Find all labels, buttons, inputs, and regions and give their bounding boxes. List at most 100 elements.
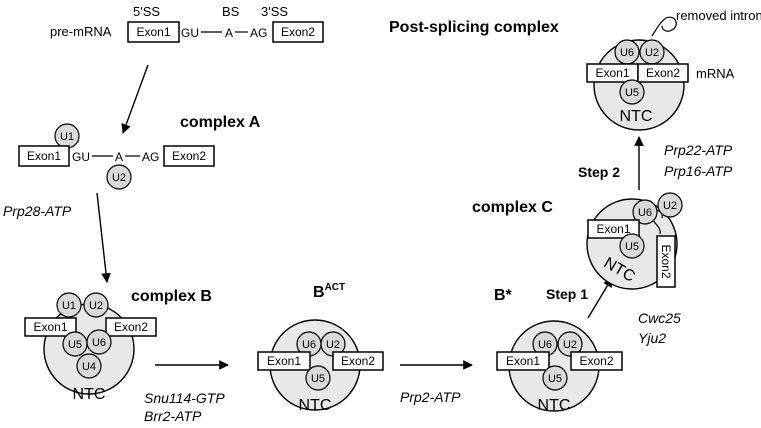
arrow-pre-mrna-to-complex-a	[121, 64, 149, 134]
complex-c-u6-label: U6	[638, 207, 652, 219]
complex-b-exon1-label: Exon1	[33, 320, 67, 334]
complex-b-u5-label: U5	[68, 339, 82, 351]
complex-b-exon2-box	[105, 317, 157, 337]
complex-bstar-exon2-box	[570, 351, 623, 371]
post-splicing-exon2-box	[637, 63, 689, 83]
complex-c-title: complex C	[472, 199, 553, 216]
post-splicing-title: Post-splicing complex	[389, 19, 559, 36]
pre-mrna-exon1-label: Exon1	[136, 25, 170, 39]
complex-bact-exon1-label: Exon1	[267, 354, 301, 368]
complex-b-u6	[86, 329, 112, 355]
five-prime-ss-label: 5'SS	[133, 4, 160, 19]
factor-prp28: Prp28-ATP	[3, 203, 72, 219]
complex-bstar: B* U6 U2 Exon1 Exon2 U5 NTC	[494, 287, 623, 414]
three-prime-ss-label: 3'SS	[261, 4, 288, 19]
complex-bact-u5-label: U5	[311, 373, 325, 385]
complex-c-u6	[632, 199, 658, 225]
factor-prp16: Prp16-ATP	[664, 163, 733, 179]
branch-site-label: BS	[222, 4, 240, 19]
complex-a-exon1-label: Exon1	[27, 149, 61, 163]
complex-bact-ntc-label: NTC	[299, 397, 332, 414]
complex-c-u2-label: U2	[663, 200, 677, 212]
mrna-label: mRNA	[696, 66, 735, 81]
complex-bstar-exon2-label: Exon2	[579, 354, 613, 368]
removed-intron-label: removed intron	[676, 8, 761, 23]
post-splicing-ntc-label: NTC	[620, 108, 653, 125]
factor-snu114: Snu114-GTP	[144, 390, 225, 406]
complex-b-ntc-label: NTC	[73, 386, 106, 403]
complex-b: complex B U1 U2 Exon1 Exon2 U5 U6 U4 NTC	[24, 288, 212, 403]
complex-c-u2	[657, 192, 683, 218]
complex-bact-exon2-label: Exon2	[341, 354, 375, 368]
post-splicing-complex: Post-splicing complex U6 U2 Exon1 Exon2 …	[389, 8, 761, 131]
complex-a-a: A	[115, 150, 123, 164]
post-splicing-exon1-label: Exon1	[595, 66, 629, 80]
complex-c-exon2-box	[656, 235, 676, 288]
complex-c-exon1-label: Exon1	[596, 222, 630, 236]
complex-bact-u2-label: U2	[326, 339, 340, 351]
step2-label: Step 2	[578, 164, 620, 180]
complex-b-u4	[76, 353, 102, 379]
complex-b-u1	[56, 292, 82, 318]
post-splicing-exon2-label: Exon2	[646, 66, 680, 80]
pre-mrna-exon2-label: Exon2	[281, 25, 315, 39]
complex-a-u2	[106, 164, 132, 190]
pre-mrna: pre-mRNA 5'SS BS 3'SS Exon1 GU A AG Exon…	[50, 4, 324, 43]
complex-bact-u5	[305, 365, 331, 391]
complex-bact: BACT U6 U2 Exon1 Exon2 U5 NTC	[257, 282, 384, 414]
factor-prp2: Prp2-ATP	[400, 389, 461, 405]
complex-bstar-exon1-box	[496, 351, 550, 371]
complex-a-title: complex A	[180, 114, 261, 131]
complex-bstar-u5-label: U5	[548, 373, 562, 385]
complex-bact-exon2-box	[332, 351, 384, 371]
complex-bact-title-sup: ACT	[325, 282, 346, 293]
complex-bstar-u2	[557, 331, 583, 357]
complex-a-u1-label: U1	[60, 131, 74, 143]
complex-a-exon2-box	[163, 145, 215, 167]
complex-bact-exon1-box	[257, 351, 311, 371]
step1-label: Step 1	[546, 286, 588, 302]
complex-a-u2-label: U2	[112, 172, 126, 184]
complex-b-u2-label: U2	[89, 300, 103, 312]
complex-b-title: complex B	[131, 288, 212, 305]
complex-bact-title: BACT	[313, 282, 345, 301]
post-splicing-u6-label: U6	[620, 47, 634, 59]
complex-c-u5	[619, 233, 645, 259]
arrow-complex-a-to-b	[96, 192, 111, 283]
complex-bstar-u2-label: U2	[563, 339, 577, 351]
complex-bact-u6-label: U6	[302, 339, 316, 351]
complex-c-exon1-box	[587, 219, 640, 239]
pre-mrna-gu: GU	[181, 26, 199, 40]
complex-b-exon1-box	[24, 317, 77, 337]
complex-b-u4-label: U4	[82, 361, 96, 373]
complex-bstar-u6-label: U6	[538, 339, 552, 351]
factor-prp22: Prp22-ATP	[664, 142, 733, 158]
complex-bstar-exon1-label: Exon1	[506, 354, 540, 368]
complex-a-exon1-box	[18, 145, 70, 167]
complex-b-exon2-label: Exon2	[114, 320, 148, 334]
complex-bstar-title: B*	[494, 287, 513, 304]
post-splicing-u2-label: U2	[645, 47, 659, 59]
pre-mrna-exon2-box	[272, 21, 324, 43]
pre-mrna-a: A	[225, 26, 233, 40]
arrow-step1	[587, 277, 613, 319]
factor-yju2: Yju2	[638, 330, 666, 346]
complex-a-exon2-label: Exon2	[172, 149, 206, 163]
factor-cwc25: Cwc25	[638, 310, 681, 326]
complex-bstar-ntc-label: NTC	[538, 397, 571, 414]
factor-brr2: Brr2-ATP	[144, 408, 202, 424]
complex-c-exon2-label: Exon2	[659, 244, 673, 278]
complex-bstar-u5	[542, 365, 568, 391]
complex-a-ag: AG	[142, 150, 159, 164]
post-splicing-u5	[619, 79, 645, 105]
complex-b-u2	[83, 292, 109, 318]
complex-c-u5-label: U5	[625, 241, 639, 253]
complex-b-u1-label: U1	[62, 300, 76, 312]
pre-mrna-ag: AG	[250, 26, 267, 40]
complex-b-u6-label: U6	[92, 337, 106, 349]
complex-bact-title-main: B	[313, 284, 325, 301]
post-splicing-u5-label: U5	[625, 87, 639, 99]
complex-a-gu: GU	[72, 150, 90, 164]
complex-c: complex C U6 U2 Exon1 Exon2 U5 NTC	[472, 192, 683, 290]
